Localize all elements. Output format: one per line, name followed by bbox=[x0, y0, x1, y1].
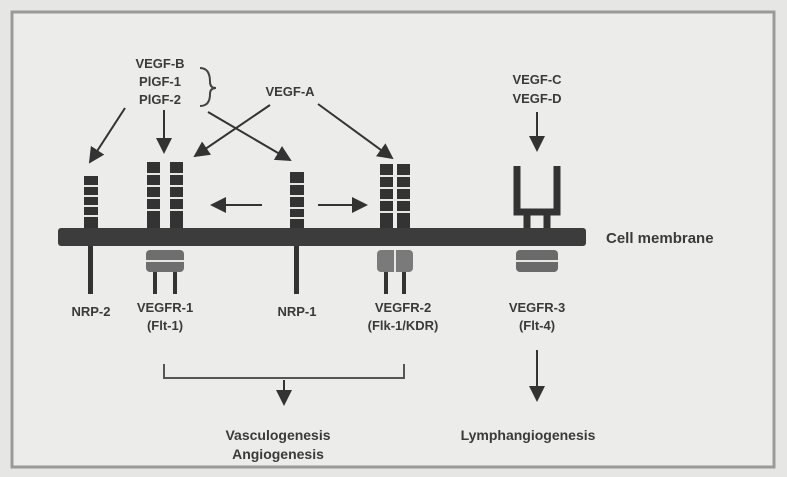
cell-membrane bbox=[58, 228, 586, 246]
outcome-vasculogenesis: Vasculogenesis bbox=[225, 427, 330, 443]
label-vegfr1: VEGFR-1 bbox=[137, 300, 193, 315]
ligand-vegf-d: VEGF-D bbox=[512, 91, 561, 106]
label-vegfr2: VEGFR-2 bbox=[375, 300, 431, 315]
label-vegfr1-alias: (Flt-1) bbox=[147, 318, 183, 333]
ligand-plgf-1: PlGF-1 bbox=[139, 74, 181, 89]
membrane-label: Cell membrane bbox=[606, 230, 714, 247]
nrp1-receptor bbox=[290, 172, 304, 294]
label-vegfr2-alias: (Flk-1/KDR) bbox=[368, 318, 439, 333]
label-vegfr3-alias: (Flt-4) bbox=[519, 318, 555, 333]
label-vegfr3: VEGFR-3 bbox=[509, 300, 565, 315]
outcome-angiogenesis: Angiogenesis bbox=[232, 446, 324, 462]
angio-bracket bbox=[163, 364, 405, 379]
label-nrp1: NRP-1 bbox=[277, 304, 316, 319]
outcome-lymphangiogenesis: Lymphangiogenesis bbox=[461, 427, 596, 443]
vegfr2-receptor bbox=[377, 164, 413, 294]
nrp2-receptor bbox=[84, 176, 98, 294]
ligand-arrows bbox=[88, 103, 545, 164]
vegfr3-receptor bbox=[513, 166, 561, 272]
ligand-plgf-2: PlGF-2 bbox=[139, 92, 181, 107]
label-nrp2: NRP-2 bbox=[71, 304, 110, 319]
ligand-vegf-b: VEGF-B bbox=[135, 56, 184, 71]
ligand-vegf-c: VEGF-C bbox=[512, 72, 562, 87]
ligand-vegf-a: VEGF-A bbox=[265, 84, 315, 99]
ligand-group-brace bbox=[199, 67, 217, 107]
vegfr1-receptor bbox=[146, 162, 184, 294]
